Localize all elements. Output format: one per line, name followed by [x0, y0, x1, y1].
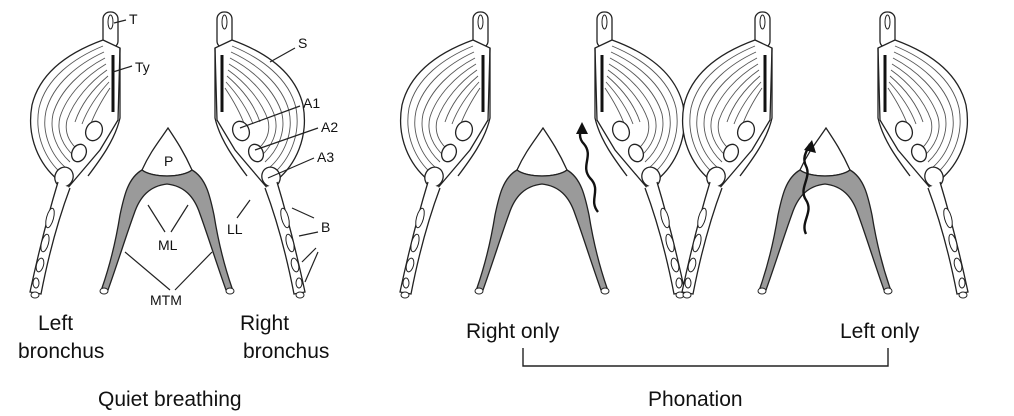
caption-right-line1: Right	[240, 312, 289, 335]
phonation-left-only-syrinx	[682, 12, 968, 298]
caption-left-line2: bronchus	[18, 340, 104, 363]
label-ML: ML	[158, 237, 178, 253]
label-P: P	[164, 153, 173, 169]
label-LL: LL	[227, 221, 243, 237]
phonation-right-only-syrinx	[400, 12, 685, 298]
caption-right-only: Right only	[466, 320, 560, 343]
caption-left-only: Left only	[840, 320, 920, 343]
caption-left-line1: Left	[38, 312, 73, 335]
airflow-arrowhead-right	[576, 122, 588, 134]
label-B: B	[321, 219, 330, 235]
label-A2: A2	[321, 119, 338, 135]
label-T: T	[129, 11, 138, 27]
caption-quiet-breathing: Quiet breathing	[98, 388, 242, 411]
label-S: S	[298, 35, 307, 51]
label-A1: A1	[303, 95, 320, 111]
label-Ty: Ty	[135, 59, 150, 75]
caption-phonation: Phonation	[648, 388, 743, 411]
phonation-bracket	[523, 348, 888, 366]
label-A3: A3	[317, 149, 334, 165]
caption-right-line2: bronchus	[243, 340, 329, 363]
label-MTM: MTM	[150, 292, 182, 308]
